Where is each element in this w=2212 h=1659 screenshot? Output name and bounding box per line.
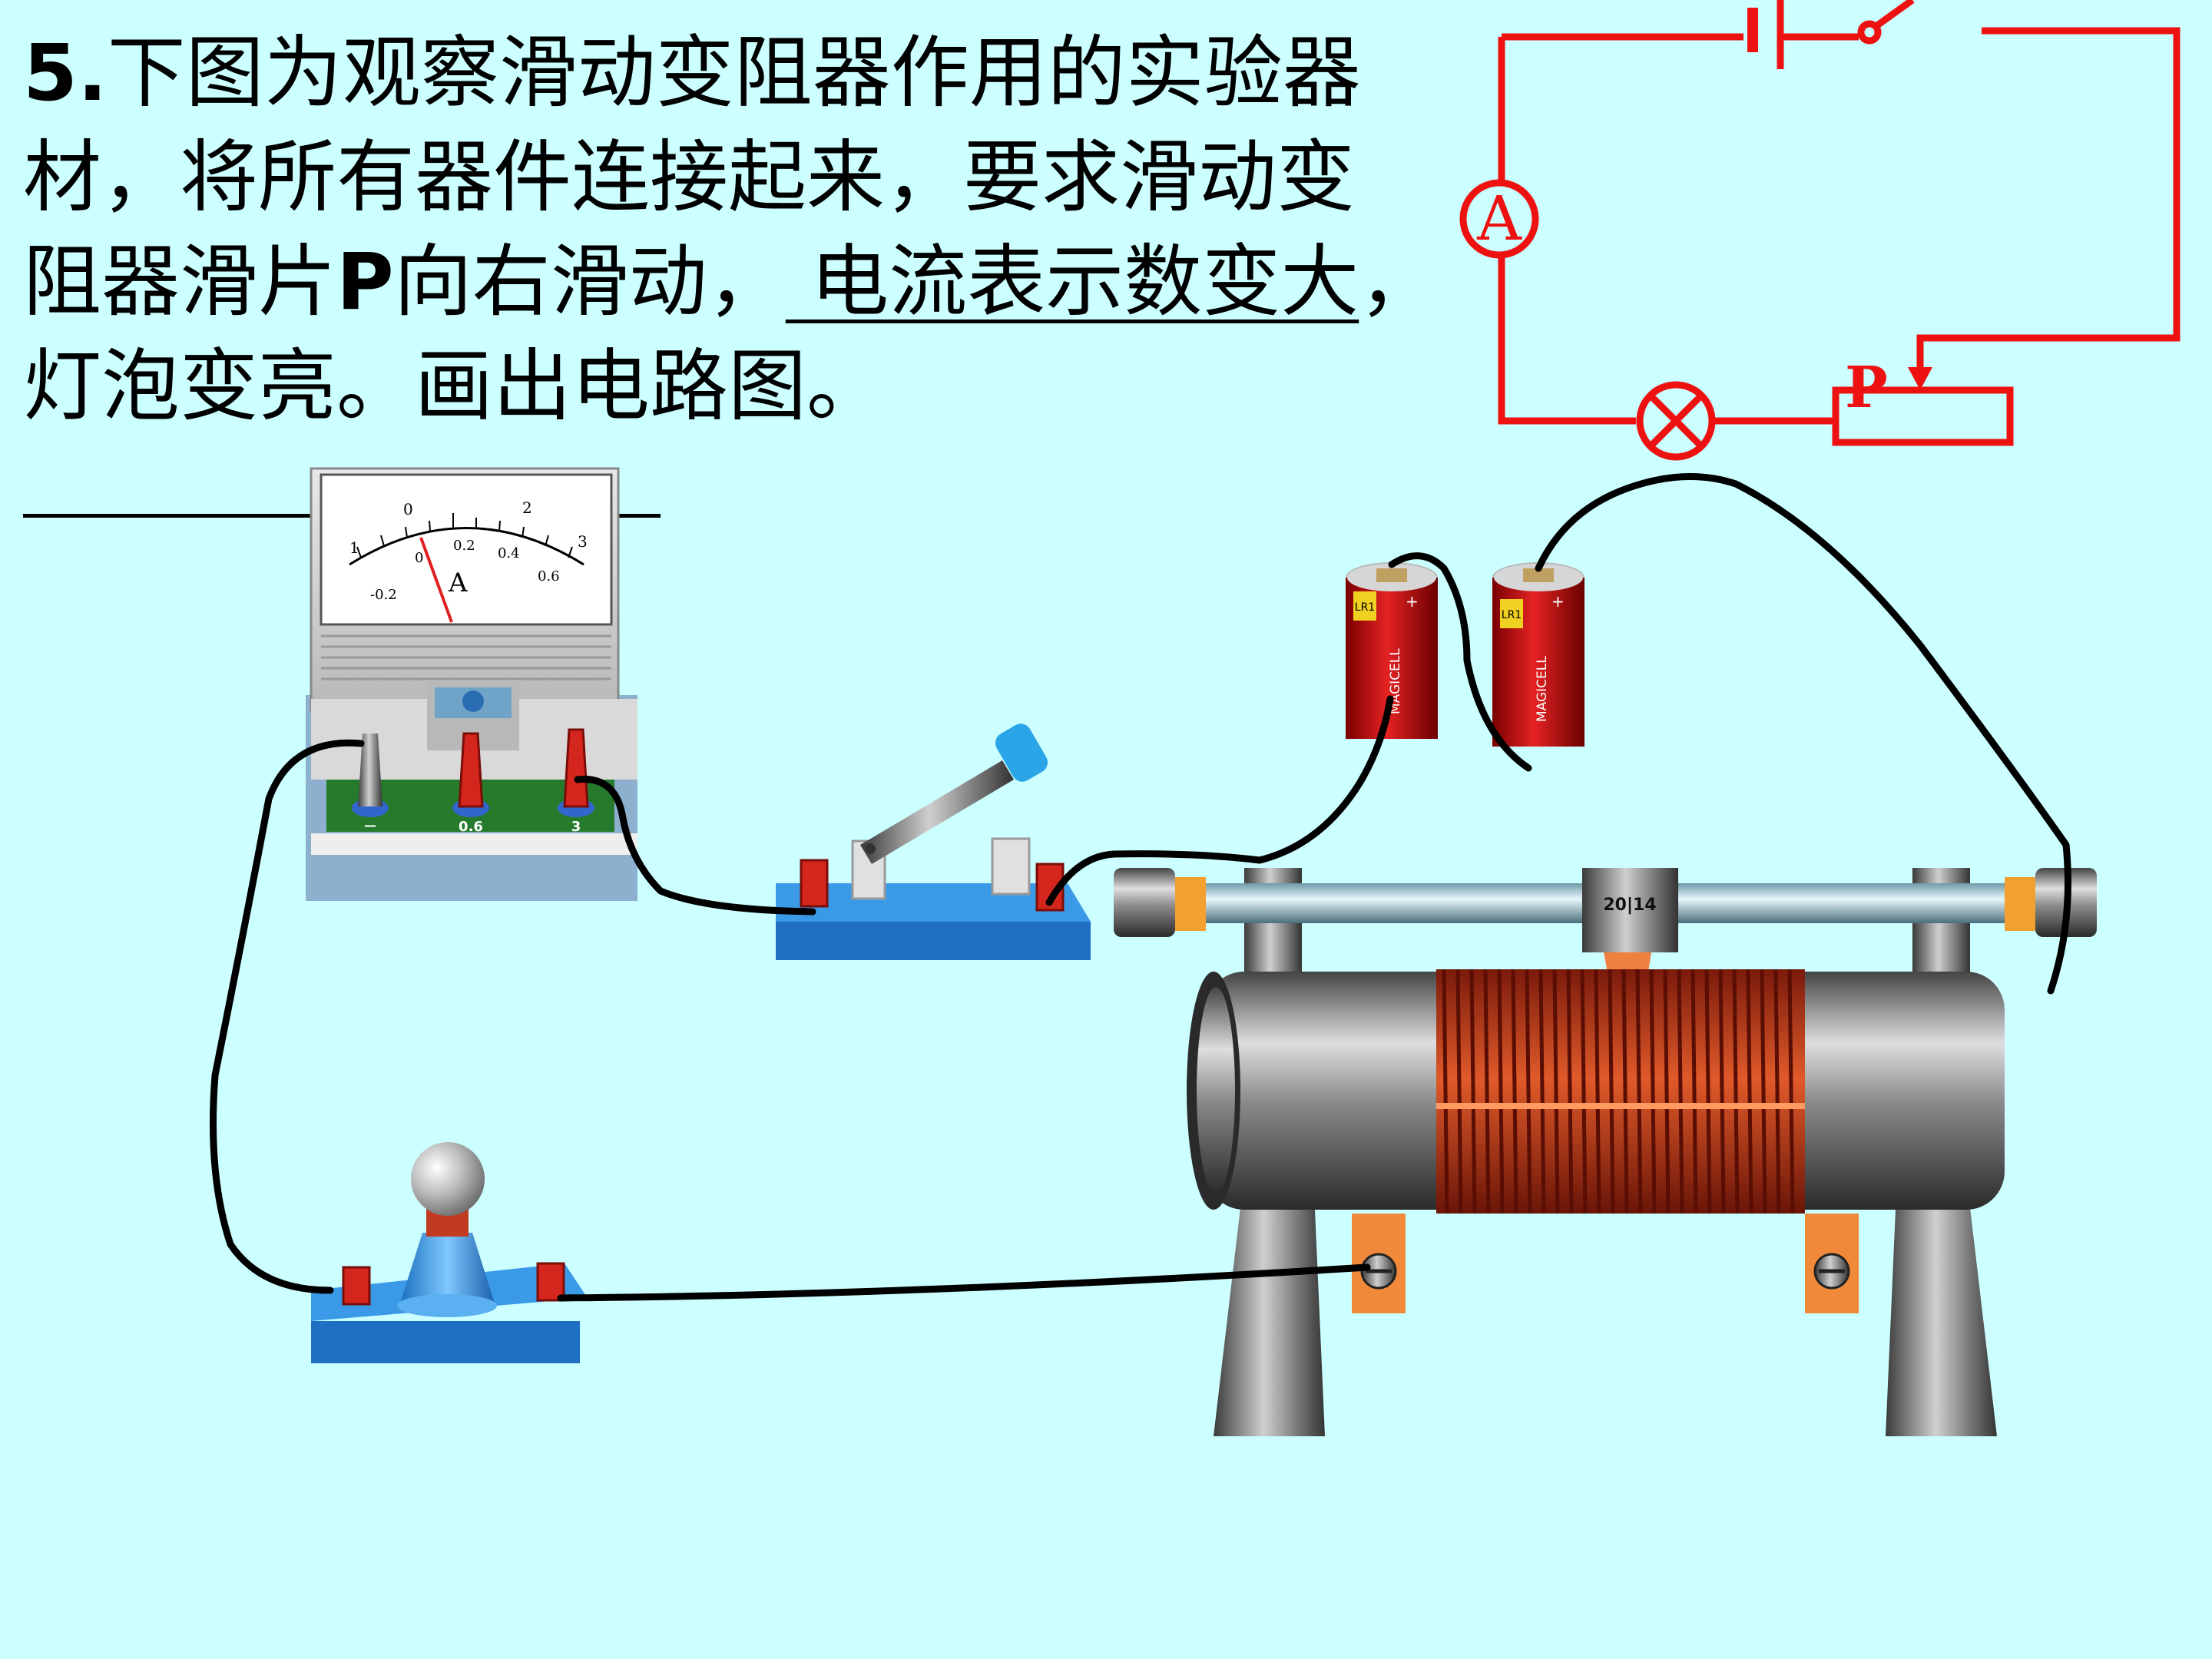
coil-winding: [1760, 969, 1767, 1214]
battery-left: LR1 + MAGICELL: [1346, 562, 1438, 739]
battery-left-plus: +: [1406, 592, 1419, 611]
wire-ammeter-to-switch: [574, 776, 816, 916]
switch-handle: [995, 724, 1048, 782]
wire-switch-to-battery: [1045, 695, 1394, 906]
ammeter-needle: [419, 537, 453, 623]
coil-winding: [1552, 969, 1560, 1214]
connection-wires: [210, 473, 2071, 1302]
coil-winding: [1538, 969, 1546, 1214]
coil-winding: [1483, 969, 1491, 1214]
battery-right-plus: +: [1551, 592, 1565, 611]
coil-winding: [1594, 969, 1601, 1214]
coil-windings: [1442, 969, 1795, 1214]
rheostat-slider-arrow: [1908, 367, 1932, 390]
lamp-symbol-cross-2: [1647, 392, 1704, 449]
coil-winding: [1608, 969, 1615, 1214]
wire-battery-to-rheostat: [1535, 473, 2071, 995]
ammeter-symbol: [1459, 179, 1539, 259]
scale-bottom-1: 0: [415, 550, 423, 566]
ammeter: 0 1 2 3 -0.2 0 0.2 0.4 0.6 A — 0.6 3: [306, 467, 637, 901]
scale-top-3: 3: [578, 532, 588, 551]
ammeter-symbol-label: A: [1476, 183, 1522, 254]
battery-left-size: LR1: [1355, 601, 1375, 614]
coil-winding: [1718, 969, 1726, 1214]
terminal-label-0.6: 0.6: [459, 819, 483, 835]
scale-top-0: 0: [403, 500, 413, 518]
coil-winding: [1649, 969, 1657, 1214]
wire-battery-link: [1388, 552, 1532, 772]
coil-winding: [1663, 969, 1671, 1214]
wire-ammeter-to-lamp: [210, 739, 365, 1294]
coil-winding: [1442, 969, 1449, 1214]
wire-lamp-to-rheostat: [557, 1263, 1371, 1302]
coil-winding: [1773, 969, 1781, 1214]
resistance-coil: [1436, 969, 1805, 1214]
question-line-3b: 向右滑动，: [393, 237, 786, 328]
scale-bottom-0: -0.2: [370, 587, 397, 603]
question-line-2: 材，将所有器件连接起来，要求滑动变: [23, 132, 1355, 224]
rheostat: 20|14: [1114, 868, 2097, 1436]
slider-symbol-label: P: [1845, 355, 1888, 421]
lamp-bulb: [411, 1142, 485, 1216]
coil-winding: [1732, 969, 1740, 1214]
ammeter-unit-label: A: [448, 568, 468, 598]
scale-top-1: 1: [349, 538, 359, 557]
battery-right: LR1 + MAGICELL: [1492, 562, 1584, 747]
scale-bottom-4: 0.6: [538, 568, 560, 584]
slider-letter: P: [336, 237, 394, 328]
terminal-label-3: 3: [571, 819, 581, 835]
coil-winding: [1635, 969, 1643, 1214]
battery-right-size: LR1: [1502, 609, 1522, 621]
coil-winding: [1621, 969, 1629, 1214]
switch-blade: [860, 760, 1014, 864]
question-line-3a: 阻器滑片: [23, 237, 336, 328]
question-text: 5.下图为观察滑动变阻器作用的实验器 材，将所有器件连接起来，要求滑动变 阻器滑…: [23, 22, 1498, 544]
scale-top-2: 2: [522, 498, 532, 517]
scale-bottom-3: 0.4: [498, 545, 520, 561]
ammeter-dial-face: [320, 473, 613, 626]
coil-winding: [1787, 969, 1795, 1214]
coil-winding: [1566, 969, 1574, 1214]
battery-right-brand: MAGICELL: [1535, 656, 1550, 722]
scale-bottom-2: 0.2: [453, 538, 475, 554]
answer-text: 电流表示数变大: [785, 237, 1359, 328]
circuit-diagram: [1459, 0, 2181, 461]
rheostat-symbol: [1832, 386, 2014, 446]
coil-winding: [1704, 969, 1712, 1214]
slider-block: [1582, 868, 1678, 952]
coil-winding: [1580, 969, 1588, 1214]
diagram-wire-left: [1498, 37, 1636, 425]
question-line-4: 灯泡变亮。画出电路图。: [23, 341, 885, 432]
coil-winding: [1746, 969, 1753, 1214]
coil-winding: [1690, 969, 1698, 1214]
coil-winding: [1677, 969, 1684, 1214]
terminal-label-minus: —: [364, 818, 376, 833]
switch-symbol-blade: [1872, 0, 1915, 31]
coil-winding: [1525, 969, 1532, 1214]
switch: [776, 724, 1091, 960]
diagram-wire-right: [1916, 27, 2181, 373]
lamp: [311, 1142, 588, 1363]
coil-winding: [1511, 969, 1518, 1214]
coil-winding: [1455, 969, 1463, 1214]
switch-symbol-pivot: [1857, 20, 1882, 45]
slider-label: 20|14: [1603, 896, 1656, 915]
question-number: 5.: [23, 28, 108, 119]
question-line-3c: ，: [1359, 237, 1438, 328]
question-line-1: 下图为观察滑动变阻器作用的实验器: [107, 28, 1361, 119]
coil-winding: [1469, 969, 1477, 1214]
coil-winding: [1497, 969, 1505, 1214]
